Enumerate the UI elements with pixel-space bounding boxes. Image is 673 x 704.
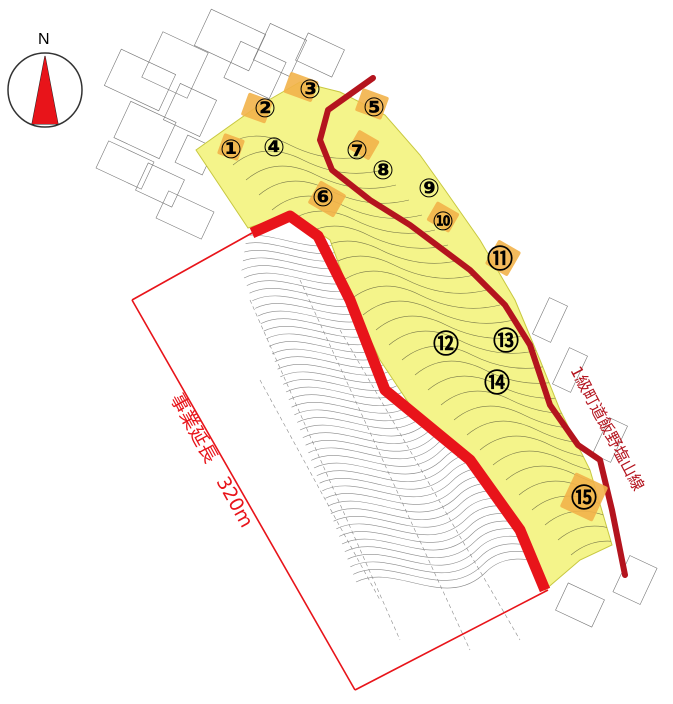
compass: N bbox=[7, 31, 83, 128]
site-marker-9: ⑨ bbox=[418, 174, 440, 204]
town-block bbox=[141, 31, 209, 99]
ridge-line bbox=[259, 379, 381, 601]
site-marker-4: ④ bbox=[263, 133, 285, 163]
site-marker-13: ⑬ bbox=[493, 326, 519, 357]
town-block bbox=[193, 8, 267, 72]
contour-line bbox=[325, 468, 555, 505]
contour-line bbox=[350, 536, 555, 574]
field-line bbox=[544, 510, 612, 534]
extent-dimension bbox=[131, 232, 549, 691]
town-block bbox=[552, 347, 588, 393]
site-marker-15: ⑮ bbox=[571, 483, 597, 514]
town-block bbox=[103, 48, 177, 112]
town-block bbox=[223, 40, 287, 100]
contour-line bbox=[316, 445, 555, 482]
field-line bbox=[245, 165, 397, 189]
town-linework bbox=[95, 8, 658, 628]
contour-line bbox=[333, 490, 555, 528]
field-line bbox=[232, 150, 384, 174]
ridge-line bbox=[339, 329, 521, 641]
contour-line bbox=[322, 460, 555, 498]
extent-label: 事業延長 320m bbox=[166, 390, 258, 532]
extent-line bbox=[131, 299, 356, 691]
road-line bbox=[317, 75, 628, 578]
field-line bbox=[375, 315, 527, 339]
town-block bbox=[612, 555, 658, 605]
site-marker-7: ⑦ bbox=[346, 136, 368, 166]
site-marker-2: ② bbox=[254, 94, 276, 124]
contour-line bbox=[313, 437, 555, 475]
town-block bbox=[555, 582, 605, 628]
field-line bbox=[323, 255, 475, 279]
site-marker-11: ⑪ bbox=[487, 244, 513, 275]
field-line bbox=[557, 525, 612, 549]
field-line bbox=[570, 540, 612, 564]
town-block bbox=[532, 297, 568, 343]
contour-line bbox=[336, 498, 555, 536]
town-block bbox=[253, 23, 307, 77]
contour-line bbox=[341, 513, 555, 551]
field-line bbox=[284, 210, 436, 234]
town-block bbox=[135, 162, 185, 208]
marker-pads bbox=[217, 72, 608, 522]
site-marker-8: ⑧ bbox=[372, 156, 394, 186]
contour-line bbox=[347, 528, 555, 566]
contour-line bbox=[327, 475, 555, 513]
contour-line bbox=[339, 506, 555, 543]
town-block bbox=[295, 32, 345, 78]
town-block bbox=[163, 83, 217, 137]
contour-line bbox=[319, 452, 555, 490]
field-line bbox=[349, 285, 501, 309]
project-boundary-line bbox=[249, 210, 551, 593]
north-arrow-icon bbox=[31, 55, 59, 125]
contour-line bbox=[353, 544, 555, 581]
ridge-line bbox=[299, 279, 471, 651]
contour-line bbox=[344, 521, 555, 558]
ridge-line bbox=[249, 299, 401, 641]
site-marker-1: ① bbox=[220, 135, 242, 165]
field-line bbox=[492, 450, 612, 474]
town-block bbox=[113, 100, 177, 160]
extent-tick-top bbox=[131, 232, 253, 301]
north-label: N bbox=[38, 31, 50, 48]
field-line bbox=[297, 225, 449, 249]
field-line bbox=[362, 300, 514, 324]
field-line bbox=[388, 330, 540, 354]
site-marker-6: ⑥ bbox=[312, 183, 334, 213]
town-block bbox=[155, 190, 215, 240]
site-marker-3: ③ bbox=[299, 75, 321, 105]
contour-line bbox=[330, 483, 555, 520]
field-line bbox=[401, 345, 553, 369]
town-block bbox=[95, 140, 155, 190]
site-marker-12: ⑫ bbox=[433, 329, 459, 360]
site-marker-14: ⑭ bbox=[484, 368, 510, 399]
extent-tick-bottom bbox=[354, 589, 549, 691]
contour-line bbox=[355, 551, 555, 589]
field-line bbox=[336, 270, 488, 294]
site-marker-10: ⑩ bbox=[432, 207, 454, 237]
site-marker-5: ⑤ bbox=[363, 93, 385, 123]
project-area bbox=[195, 81, 613, 591]
